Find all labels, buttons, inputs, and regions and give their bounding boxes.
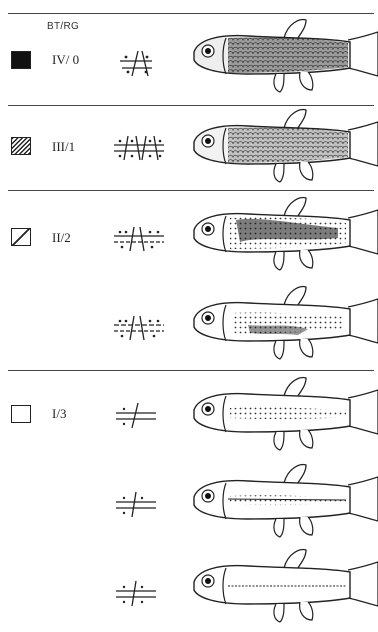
- genotype-label-ii-2: II/2: [52, 230, 71, 246]
- genotype-label-iv-0: IV/ 0: [52, 52, 79, 68]
- fish-illustration-scaled: [188, 108, 378, 192]
- genotype-label-i-3: I/3: [52, 406, 66, 422]
- chromosome-diagram: [112, 578, 176, 608]
- fish-illustration-light-spotted: [188, 376, 378, 460]
- chromosome-diagram: [112, 133, 176, 163]
- divider-3: [8, 370, 374, 371]
- chromosome-diagram: [112, 489, 176, 519]
- chromosome-diagram: [112, 224, 176, 254]
- fish-illustration-blotched-dark: [188, 196, 378, 280]
- genotype-label-iii-1: III/1: [52, 139, 75, 155]
- legend-swatch-empty: [11, 405, 31, 423]
- column-header: BT/RG: [47, 21, 79, 32]
- fish-illustration-pale-dotted: [188, 463, 378, 547]
- fish-illustration-pale-line: [188, 548, 378, 632]
- chromosome-diagram: [112, 313, 176, 343]
- chromosome-diagram: [112, 48, 176, 78]
- legend-swatch-dense-hatch: [11, 137, 31, 155]
- fish-illustration-full-scaled: [188, 18, 378, 102]
- legend-swatch-solid: [11, 51, 31, 69]
- chromosome-diagram: [112, 400, 176, 430]
- legend-swatch-sparse-hatch: [11, 228, 31, 246]
- fish-illustration-blotched-light: [188, 285, 378, 369]
- divider-1: [8, 105, 374, 106]
- divider-top: [8, 13, 374, 14]
